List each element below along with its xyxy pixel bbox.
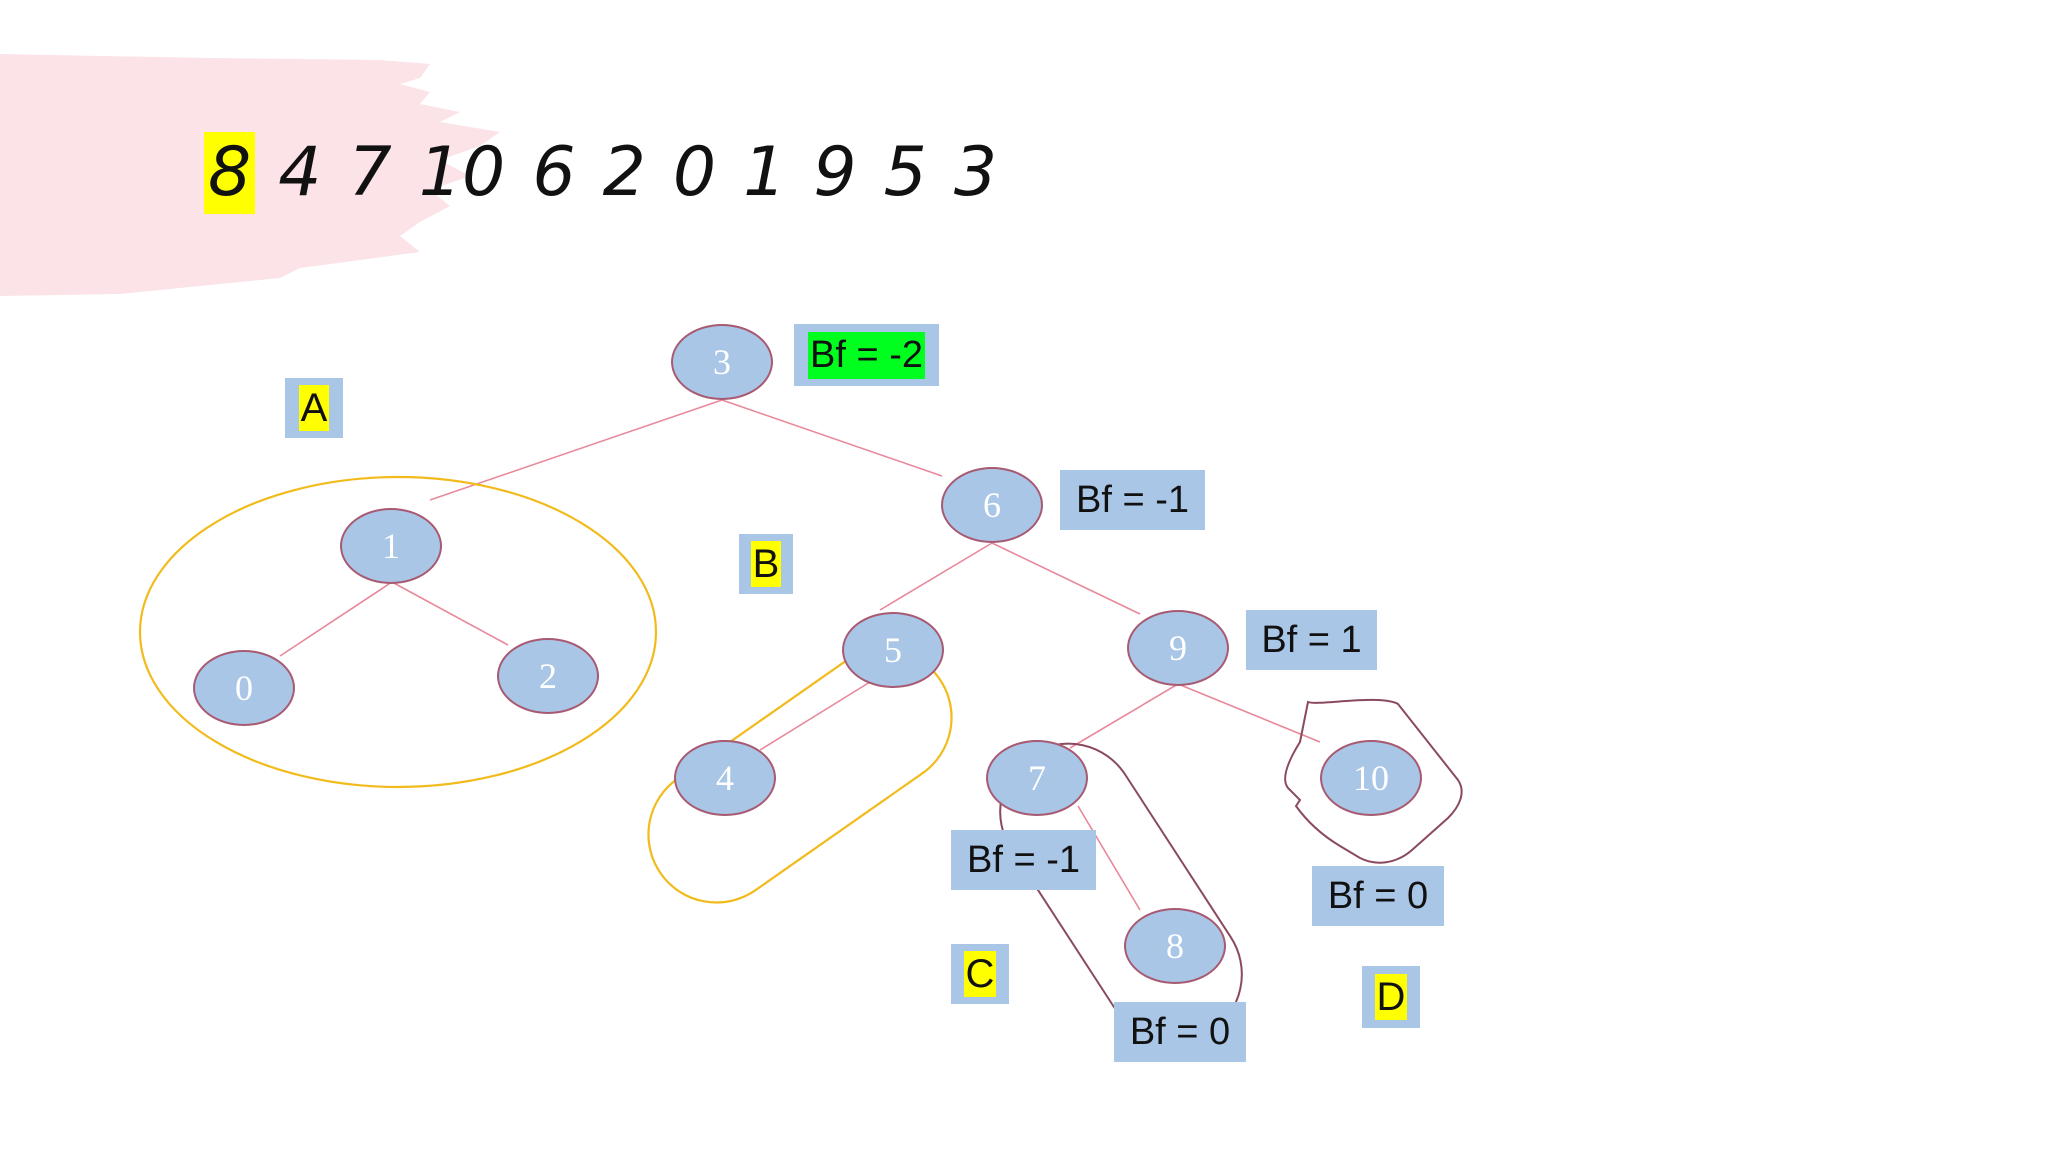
balance-value-3: Bf = -2	[808, 331, 925, 379]
group-tag-b: B	[739, 534, 793, 594]
tree-node-1[interactable]: 1	[340, 508, 442, 584]
sequence-item: 5	[883, 133, 927, 212]
edge-3-6	[721, 399, 943, 477]
edge-1-0	[279, 581, 393, 657]
balance-label-3: Bf = -2	[794, 324, 939, 386]
edge-7-8	[1077, 805, 1141, 911]
tree-node-6[interactable]: 6	[941, 467, 1043, 543]
insertion-sequence: 8 4 7 10 6 2 0 1 9 5 3	[204, 132, 1024, 214]
sequence-item: 7	[348, 133, 392, 212]
group-a-outline	[138, 475, 658, 789]
balance-label-10: Bf = 0	[1312, 866, 1444, 926]
group-tag-c: C	[951, 944, 1009, 1004]
sequence-item-current: 8	[204, 132, 256, 214]
sequence-item: 1	[743, 133, 787, 212]
tree-node-8[interactable]: 8	[1124, 908, 1226, 984]
tree-edges	[279, 399, 1321, 911]
tree-node-0[interactable]: 0	[193, 650, 295, 726]
tree-node-10[interactable]: 10	[1320, 740, 1422, 816]
group-tag-d-text: D	[1374, 974, 1408, 1020]
balance-label-7: Bf = -1	[951, 830, 1096, 890]
group-tag-b-text: B	[750, 541, 782, 587]
edge-1-2	[391, 581, 509, 646]
sequence-item: 3	[953, 133, 998, 212]
group-tag-a: A	[285, 378, 343, 438]
sequence-item: 0	[672, 133, 717, 212]
group-tag-d: D	[1362, 966, 1420, 1028]
sequence-item: 9	[813, 133, 857, 212]
edge-9-10	[1177, 683, 1321, 743]
balance-label-8: Bf = 0	[1114, 1002, 1246, 1062]
group-tag-c-text: C	[963, 951, 997, 997]
tree-node-2[interactable]: 2	[497, 638, 599, 714]
tree-node-3[interactable]: 3	[671, 324, 773, 400]
edge-3-1	[429, 399, 723, 501]
group-b-outline	[647, 648, 953, 904]
tree-node-7[interactable]: 7	[986, 740, 1088, 816]
edge-6-5	[879, 542, 993, 611]
sequence-item: 6	[532, 133, 576, 212]
sequence-item: 4	[278, 133, 322, 212]
group-tag-a-text: A	[298, 385, 330, 431]
edge-9-7	[1069, 683, 1179, 749]
tree-node-5[interactable]: 5	[842, 612, 944, 688]
sequence-item: 10	[418, 133, 506, 212]
tree-node-9[interactable]: 9	[1127, 610, 1229, 686]
balance-label-9: Bf = 1	[1246, 610, 1377, 670]
edge-5-4	[759, 681, 871, 751]
group-d-outline	[1284, 698, 1463, 864]
balance-label-6: Bf = -1	[1060, 470, 1205, 530]
edge-6-9	[991, 542, 1141, 615]
sequence-item: 2	[602, 133, 646, 212]
tree-node-4[interactable]: 4	[674, 740, 776, 816]
